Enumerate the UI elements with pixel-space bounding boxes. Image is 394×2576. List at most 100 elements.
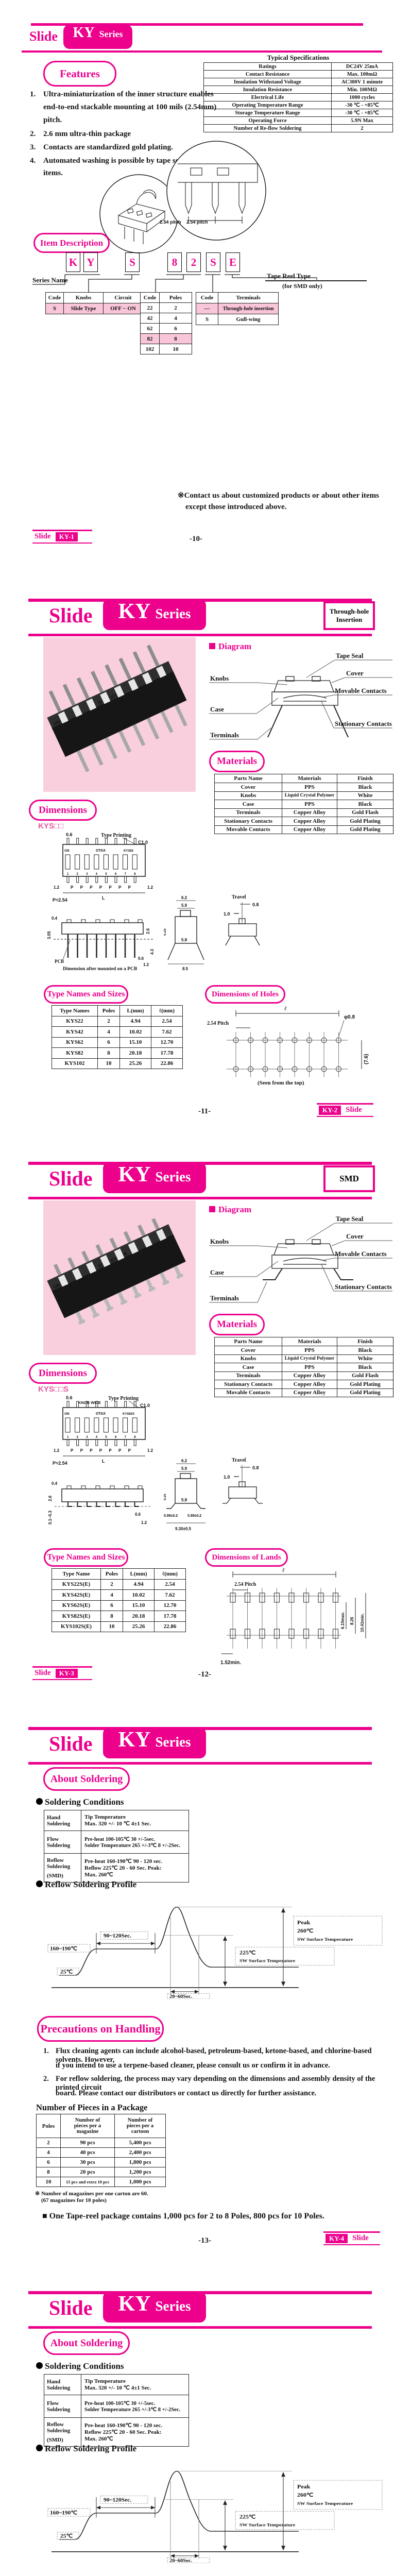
cell: 25.26 (123, 1621, 155, 1632)
mount-type-badge: SMD (323, 1165, 375, 1192)
spec-label: Operating Force (203, 116, 332, 125)
cell: 4 (100, 1589, 123, 1601)
pin-num: 6 (115, 1436, 117, 1439)
cell: 30 pcs (60, 2157, 115, 2167)
page-4: Slide KY Series About Soldering Solderin… (0, 1723, 394, 2287)
package-note-1: ※ Number of magazines per one carton are… (35, 2191, 148, 2197)
col-header: Type Names (52, 1005, 98, 1016)
label-cover: Cover (346, 669, 364, 677)
label-travel: Travel (232, 1458, 246, 1463)
holes-heading: Dimensions of Holes (205, 985, 285, 1004)
cell: OFF − ON (103, 303, 143, 314)
dimensions-heading: Dimensions (29, 800, 97, 821)
dim-p: P (71, 1448, 74, 1453)
cell: 10.02 (119, 1026, 151, 1038)
print-model: KYS82S (123, 1413, 134, 1416)
reflow-profile-heading: Reflow Soldering Profile (36, 2444, 136, 2454)
header-bottom-rule (28, 2326, 372, 2329)
tape-reel-sub: (for SMD only) (282, 282, 322, 290)
cell: 8 (97, 1047, 120, 1059)
reflow-profile-label: Reflow Soldering Profile (45, 1879, 137, 1889)
cell: 4 (36, 2147, 61, 2158)
peak-temp: 260℃ (297, 2493, 313, 2498)
dim-8-5: 8.5 (182, 967, 189, 971)
dim-6-2: 6.2 (181, 1459, 187, 1463)
cell: 2.54 (151, 1015, 183, 1027)
series-name-label: Series Name (32, 276, 68, 284)
spec-value: -30 ℃ - +85℃ (331, 101, 393, 109)
cell: 7.62 (151, 1026, 183, 1038)
front-view-drawing: 6.2 5.9 5.8 0.25 8.5 (164, 895, 204, 971)
product-photo: ON OTAX KYS82 (43, 637, 196, 792)
dim-9-30: 9.30±0.5 (175, 1527, 192, 1531)
cell: 22.86 (154, 1621, 186, 1632)
badge-line1: Through-hole (329, 607, 369, 615)
preheat-temp-label: 160~190℃ (50, 1946, 77, 1952)
label-knobs: Knobs (210, 1238, 229, 1245)
series-word: Series (99, 29, 123, 39)
footer-code: KY-2 (319, 1105, 341, 1115)
cell: 82 (140, 333, 160, 344)
dim-1-0: 1.0 (224, 911, 230, 917)
col-header: Parts Name (214, 774, 282, 783)
series-word: Series (155, 606, 191, 621)
cell: Knobs (214, 791, 282, 800)
cell: Copper Alloy (282, 817, 337, 826)
cell: 22.86 (151, 1058, 183, 1069)
cell: 15 pcs and extra 10 pcs (60, 2177, 115, 2187)
spec-value: 5.9N Max (331, 116, 393, 125)
start-temp-label: 25℃ (60, 2533, 73, 2539)
col-header: Poles (36, 2114, 61, 2138)
footer-code: KY-1 (55, 532, 78, 541)
dim-L: L (102, 895, 105, 901)
spec-label: Storage Temperature Range (203, 109, 332, 117)
series-ky: KY (118, 600, 151, 623)
pin-num: 1 (67, 873, 69, 876)
series-word: Series (155, 1169, 191, 1184)
dim-c1-0: C1.0 (140, 1403, 150, 1408)
footer-brand: Slide (346, 1106, 362, 1114)
cell: Black (337, 783, 393, 792)
cell: Gold Plating (337, 1380, 393, 1389)
materials-heading: Materials (209, 751, 265, 772)
dim-p: P (109, 885, 112, 890)
cell: Stationary Contacts (214, 817, 282, 826)
col-header: Type Name (52, 1568, 101, 1580)
feature-1-num: 1. (30, 90, 36, 98)
cell: Liquid Crystal Polymer (282, 1354, 337, 1363)
cell: 10 (100, 1621, 123, 1632)
dim-1-2-left: 1.2 (54, 885, 60, 890)
dim-8-26: 8.26 (350, 1617, 354, 1625)
feature-2: 2.6 mm ultra-thin package (43, 130, 131, 138)
diagram-heading: Diagram (209, 641, 251, 652)
pin-num: 2 (77, 1436, 79, 1439)
label-pcb: PCB (55, 959, 64, 964)
diagram-heading: Diagram (209, 1205, 251, 1215)
dim-p: P (128, 1448, 131, 1453)
feature-1-line3: pitch. (43, 116, 62, 124)
cell: 6 (36, 2157, 61, 2167)
col-header: Finish (337, 774, 393, 783)
header-bottom-rule (28, 634, 372, 636)
specs-title: Typical Specifications (267, 54, 330, 61)
cell: Liquid Crystal Polymer (282, 791, 337, 800)
cell: 4 (159, 313, 192, 324)
peak-sub: SW Surface Temperature (297, 2501, 353, 2506)
col-header: Circuit (103, 292, 143, 303)
dimensions-heading: Dimensions (29, 1363, 97, 1384)
spec-value: Min. 100MΩ (331, 86, 393, 94)
cell: 10 (36, 2177, 61, 2187)
item-description-heading: Item Description (33, 233, 110, 253)
page-2: Slide KY Series Through-hole Insertion O… (0, 595, 394, 1158)
cond-desc: Pre-heat 160-190℃ 90 - 120 sec.Reflow 22… (81, 2417, 189, 2447)
peak-sub: SW Surface Temperature (297, 1937, 353, 1942)
header-bottom-rule (28, 1762, 372, 1765)
dim-1-2-right: 1.2 (147, 885, 153, 890)
cell: KYS22S(E) (52, 1579, 101, 1590)
feature-1-line1: Ultra-miniaturization of the inner struc… (43, 90, 214, 98)
